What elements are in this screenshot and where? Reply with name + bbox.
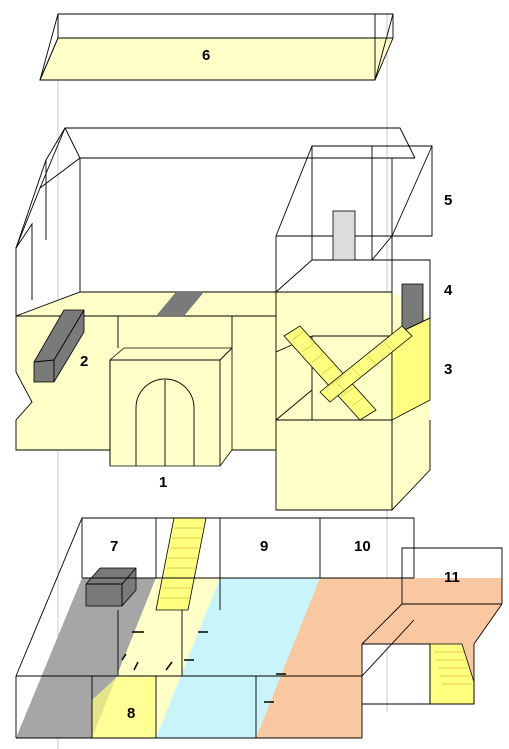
label-1: 1 (159, 474, 167, 491)
room-8-wall (92, 676, 156, 738)
block-6 (39, 13, 394, 81)
label-5: 5 (444, 192, 452, 209)
floor-orange (256, 578, 502, 738)
label-2: 2 (80, 353, 88, 370)
label-10: 10 (354, 538, 371, 555)
label-9: 9 (260, 538, 268, 555)
bottom-building (15, 517, 503, 739)
label-11: 11 (444, 569, 460, 586)
middle-building (15, 127, 433, 511)
ramp-stripe (156, 292, 204, 316)
floor-cyan (156, 578, 320, 738)
label-8: 8 (127, 705, 135, 722)
label-7: 7 (110, 538, 118, 555)
floor-gray (16, 578, 156, 738)
label-3: 3 (444, 361, 452, 378)
block-1 (109, 347, 233, 467)
label-6: 6 (202, 47, 210, 64)
chimney-light (332, 210, 356, 261)
room-labels: 6 5 4 3 2 1 7 9 10 11 8 (80, 47, 460, 722)
extension-slab (276, 420, 430, 510)
stair-flight-b (319, 325, 413, 403)
label-4: 4 (444, 282, 453, 299)
